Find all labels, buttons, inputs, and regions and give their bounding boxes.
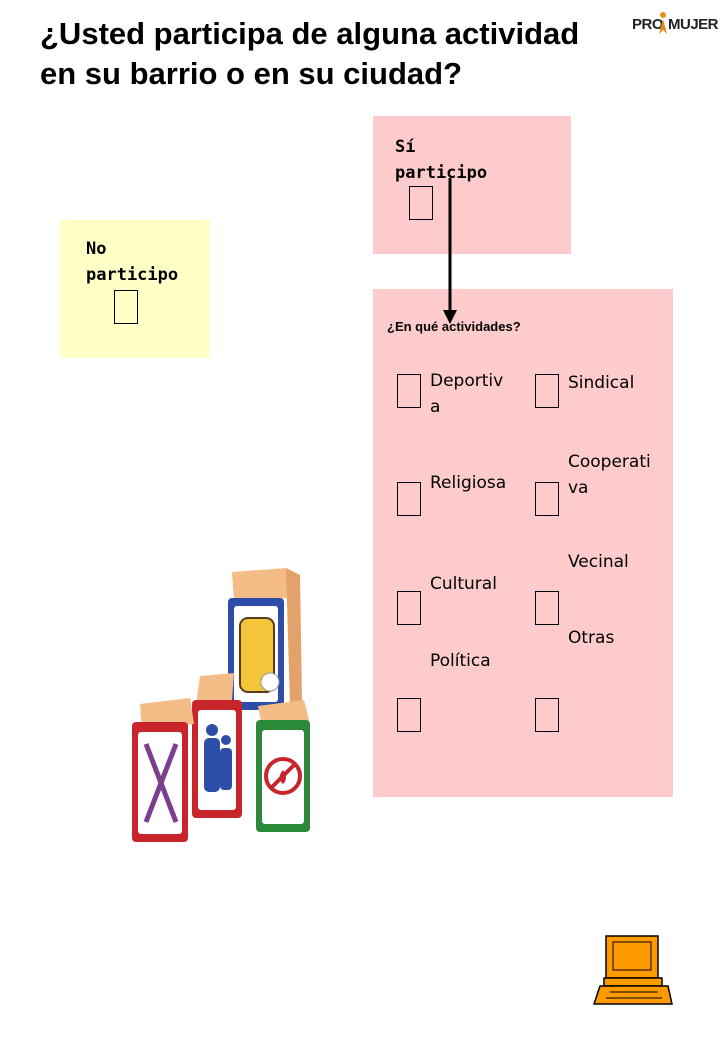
option-checkbox-deportiva[interactable]: [397, 374, 421, 408]
option-checkbox-cultural[interactable]: [397, 591, 421, 625]
page-title: ¿Usted participa de alguna actividad en …: [40, 16, 580, 91]
option-label-religiosa: Religiosa: [430, 473, 507, 493]
svg-text:MUJER: MUJER: [668, 16, 719, 33]
yes-participate-checkbox[interactable]: [409, 186, 433, 220]
activities-panel: [373, 289, 673, 797]
option-checkbox-politica[interactable]: [397, 698, 421, 732]
yes-participate-label: Sí participo: [395, 137, 488, 183]
option-label-politica: Política: [430, 651, 491, 671]
no-participate-checkbox[interactable]: [114, 290, 138, 324]
yes-participate-panel: Sí participo: [373, 116, 571, 254]
option-checkbox-cooperativa[interactable]: [535, 482, 559, 516]
option-label-otras: Otras: [568, 628, 615, 648]
option-checkbox-vecinal[interactable]: [535, 591, 559, 625]
option-label-sindical: Sindical: [568, 373, 635, 393]
option-checkbox-religiosa[interactable]: [397, 482, 421, 516]
option-checkbox-otras[interactable]: [535, 698, 559, 732]
option-label-vecinal: Vecinal: [568, 552, 629, 572]
option-label-deportiva: Deportiva: [430, 371, 504, 417]
svg-text:PRO: PRO: [632, 16, 664, 33]
option-label-cooperativa: Cooperativa: [568, 452, 651, 498]
promujer-logo: PRO MUJER: [632, 8, 720, 38]
no-participate-panel: No participo: [60, 220, 210, 358]
no-participate-label: No participo: [86, 239, 179, 285]
option-checkbox-sindical[interactable]: [535, 374, 559, 408]
option-label-cultural: Cultural: [430, 574, 497, 594]
activities-question: ¿En qué actividades?: [387, 319, 521, 334]
